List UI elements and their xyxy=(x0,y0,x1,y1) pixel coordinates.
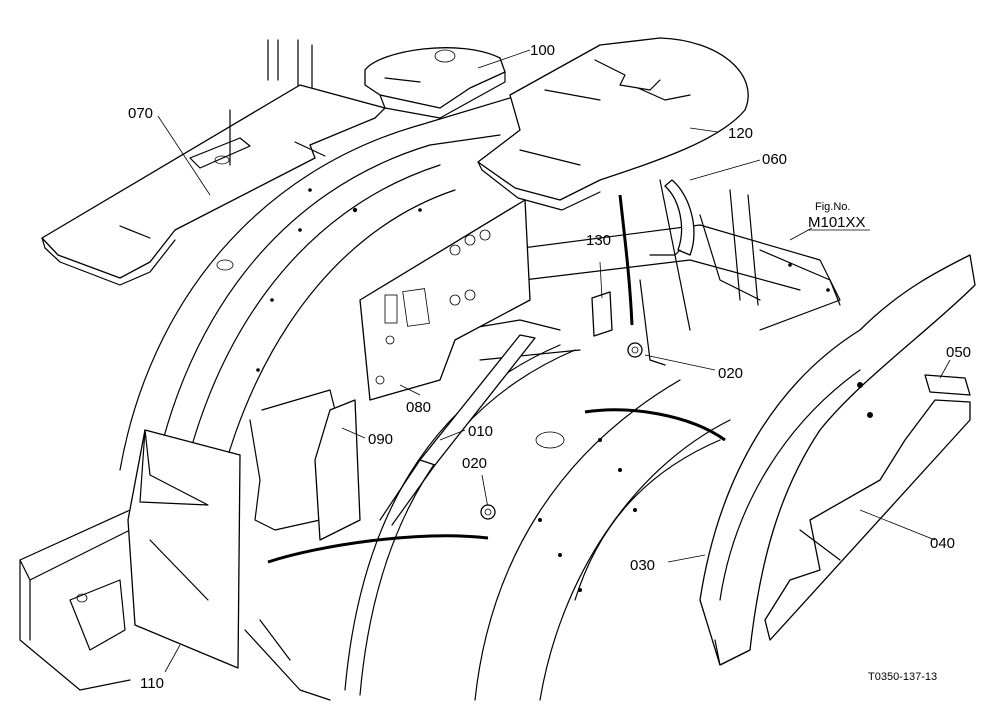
panel-030 xyxy=(699,254,976,666)
part-010 xyxy=(379,334,536,526)
figure-reference: Fig.No. M101XX xyxy=(808,201,870,231)
callout-130: 130 xyxy=(586,232,611,249)
fastener-020 xyxy=(480,342,643,520)
callout-030: 030 xyxy=(630,557,655,574)
panel-080 xyxy=(359,199,531,401)
callout-040: 040 xyxy=(930,535,955,552)
part-050 xyxy=(924,374,971,396)
arrow-top xyxy=(618,194,634,326)
callout-060: 060 xyxy=(762,151,787,168)
drawing-code: T0350-137-13 xyxy=(868,671,937,683)
callout-120: 120 xyxy=(728,125,753,142)
callout-090: 090 xyxy=(368,431,393,448)
arrow-lower-left xyxy=(267,534,489,564)
part-090 xyxy=(314,399,361,541)
panel-040 xyxy=(764,399,971,641)
callout-010: 010 xyxy=(468,423,493,440)
insertion-arrows xyxy=(267,194,726,564)
part-060 xyxy=(649,179,695,256)
callout-050: 050 xyxy=(946,344,971,361)
part-130 xyxy=(591,291,613,337)
panel-070 xyxy=(41,84,386,286)
panel-110 xyxy=(127,429,241,669)
callout-020-lower: 020 xyxy=(462,455,487,472)
arrow-right xyxy=(584,408,726,442)
callout-100: 100 xyxy=(530,42,555,59)
fig-label: Fig.No. xyxy=(815,201,850,213)
fig-number: M101XX xyxy=(808,214,866,231)
panel-100 xyxy=(364,47,506,119)
panel-120 xyxy=(477,37,749,211)
callout-110: 110 xyxy=(140,675,164,692)
leader-lines xyxy=(157,49,951,673)
callout-labels: 070 100 120 060 130 020 080 090 010 020 … xyxy=(128,42,971,692)
callout-080: 080 xyxy=(406,399,431,416)
callout-020-upper: 020 xyxy=(718,365,743,382)
callout-070: 070 xyxy=(128,105,153,122)
